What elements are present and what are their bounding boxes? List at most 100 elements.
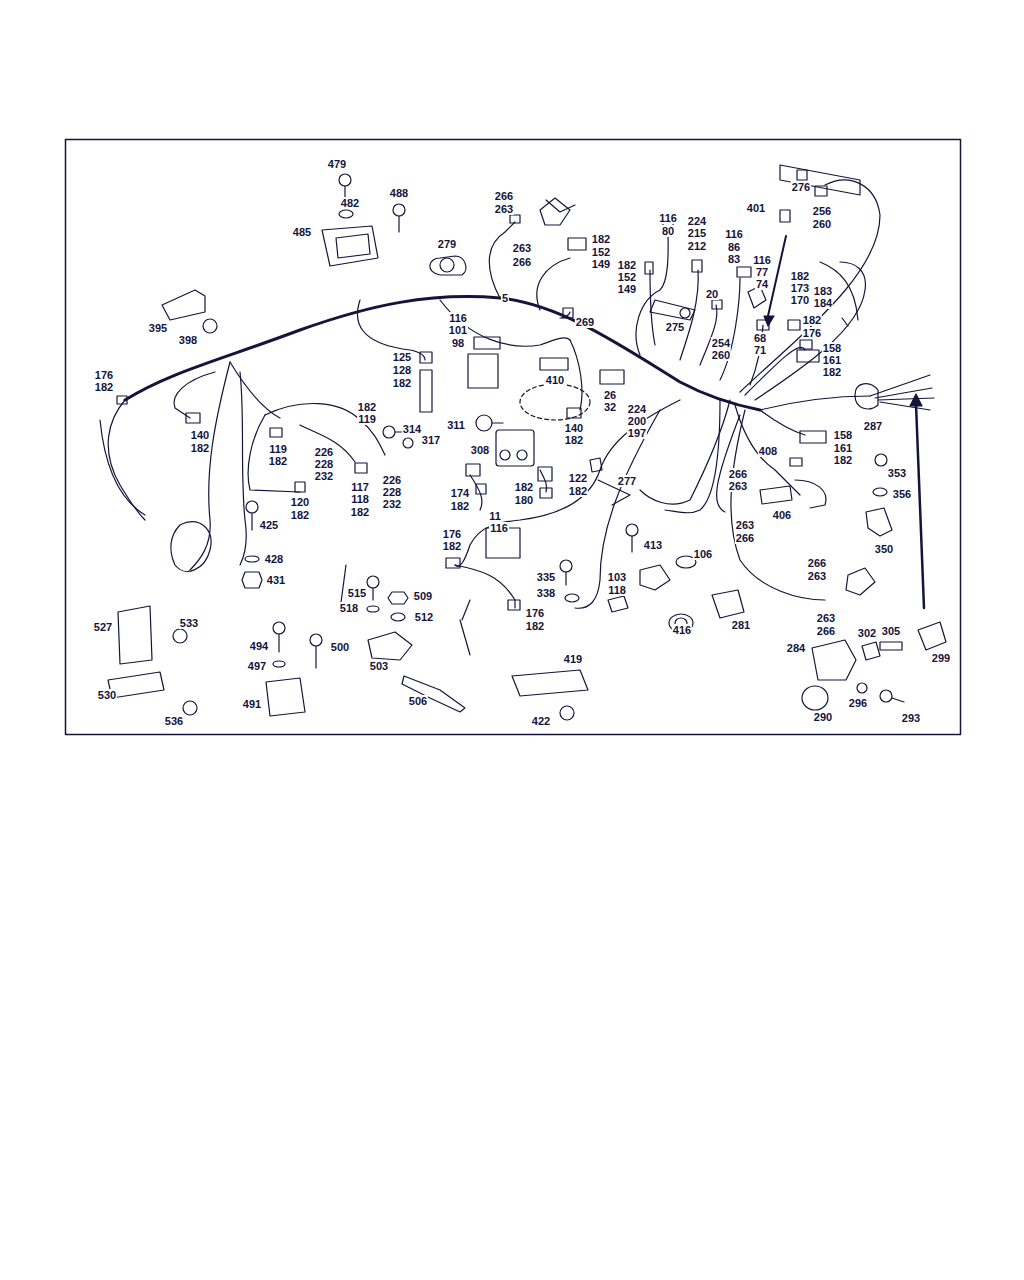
screw [315, 646, 316, 668]
callout-number: 398 [178, 334, 198, 346]
callout-number: 275 [665, 321, 685, 333]
wire [190, 362, 230, 570]
callout-number: 149 [617, 283, 637, 295]
connector [600, 370, 624, 384]
screw-head [560, 706, 574, 720]
callout-number: 116 [752, 254, 772, 266]
callout-number: 158 [833, 429, 853, 441]
wire [575, 410, 660, 608]
bracket [512, 670, 588, 696]
callout-number: 149 [591, 258, 611, 270]
callout-number: 317 [421, 434, 441, 446]
connector [800, 340, 812, 349]
knob [918, 622, 946, 650]
sensor [540, 358, 568, 370]
screw-head [173, 629, 187, 643]
callout-number: 116 [489, 522, 509, 534]
callout-number: 530 [97, 689, 117, 701]
callout-number: 422 [531, 715, 551, 727]
outline [340, 565, 470, 655]
callout-number: 32 [603, 401, 617, 413]
callout-number: 266 [816, 625, 836, 637]
callout-number: 182 [568, 485, 588, 497]
callout-number: 263 [494, 203, 514, 215]
sensor [540, 198, 570, 225]
callout-number: 74 [755, 278, 769, 290]
connector [355, 463, 367, 473]
callout-number: 269 [575, 316, 595, 328]
callout-number: 182 [617, 259, 637, 271]
callout-number: 173 [790, 282, 810, 294]
callout-number: 176 [94, 369, 114, 381]
outline [520, 384, 590, 420]
screw [278, 634, 279, 652]
callout-number: 281 [731, 619, 751, 631]
callout-number: 500 [330, 641, 350, 653]
lamp [650, 300, 695, 320]
connector [563, 308, 573, 318]
callout-number: 182 [790, 270, 810, 282]
callout-number: 182 [94, 381, 114, 393]
callout-number: 182 [833, 454, 853, 466]
washer [857, 683, 867, 693]
callout-number: 182 [564, 434, 584, 446]
callout-number: 488 [389, 187, 409, 199]
callout-number: 158 [822, 342, 842, 354]
callout-number: 512 [414, 611, 434, 623]
bolt-head [246, 501, 258, 513]
screw-head [339, 174, 351, 186]
callout-number: 116 [448, 312, 468, 324]
bolt-head [560, 560, 572, 572]
screw-head [476, 415, 492, 431]
connector [760, 486, 792, 504]
screw [372, 588, 373, 600]
switch [780, 210, 790, 222]
callout-number: 120 [290, 496, 310, 508]
bracket [162, 290, 205, 320]
screw-head [383, 426, 395, 438]
wire [760, 410, 805, 435]
connector [446, 558, 460, 568]
callout-number: 425 [259, 519, 279, 531]
connector [510, 215, 520, 223]
callout-number: 497 [247, 660, 267, 672]
clip [866, 508, 892, 536]
callout-number: 182 [450, 500, 470, 512]
callout-number: 182 [268, 455, 288, 467]
callout-number: 118 [350, 493, 370, 505]
callout-number: 254 [711, 337, 731, 349]
wire [570, 340, 582, 410]
callout-number: 200 [627, 415, 647, 427]
callout-number: 395 [148, 322, 168, 334]
callout-number: 266 [512, 256, 532, 268]
callout-number: 353 [887, 467, 907, 479]
callout-number: 182 [290, 509, 310, 521]
sensor [846, 568, 875, 595]
wire [240, 372, 246, 565]
wire [300, 425, 355, 462]
callout-number: 266 [728, 468, 748, 480]
washer [339, 210, 353, 218]
screw-head [875, 454, 887, 466]
callout-number: 174 [450, 487, 470, 499]
wire [795, 480, 826, 508]
wire [870, 375, 934, 410]
callout-number: 119 [357, 413, 377, 425]
screw-head [367, 576, 379, 588]
callout-number: 71 [753, 344, 767, 356]
washer [403, 438, 413, 448]
wire [680, 270, 698, 360]
callout-number: 106 [693, 548, 713, 560]
relay [118, 606, 152, 664]
relay-bracket [322, 226, 378, 266]
callout-number: 197 [627, 427, 647, 439]
callout-number: 86 [727, 241, 741, 253]
callout-number: 182 [357, 401, 377, 413]
callout-number: 263 [512, 242, 532, 254]
callout-number: 5 [501, 292, 509, 304]
wire [537, 258, 570, 310]
callout-number: 215 [687, 227, 707, 239]
callout-number: 128 [392, 364, 412, 376]
callout-number: 527 [93, 621, 113, 633]
callout-number: 224 [687, 215, 707, 227]
